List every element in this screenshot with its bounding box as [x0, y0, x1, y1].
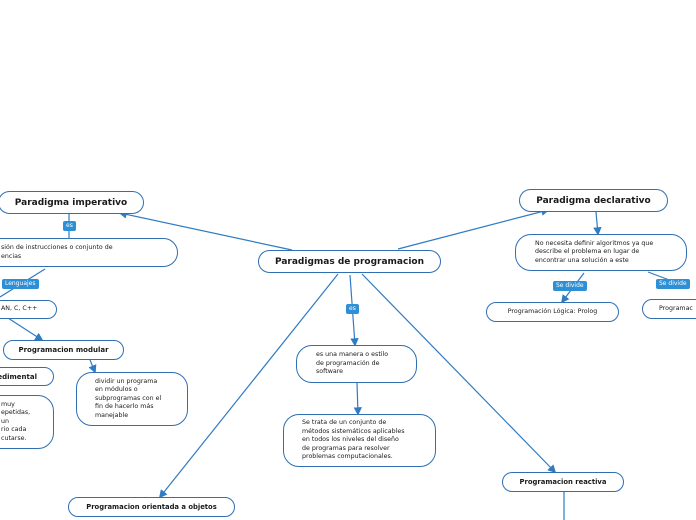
oop-node-label: Programacion orientada a objetos	[86, 503, 217, 511]
edge-modular-desc	[88, 359, 97, 374]
edge-central-declarative	[397, 207, 550, 250]
logic-programming-text: Programación Lógica: Prolog	[507, 307, 598, 315]
modular-node-label: Programacion modular	[18, 346, 109, 354]
functional-programming-node[interactable]: Programac	[642, 299, 696, 319]
procedural-desc-text: muy epetidas, un rio cada cutarse.	[1, 400, 31, 442]
edge-central-imperative	[118, 210, 293, 251]
imperative-node-label: Paradigma imperativo	[14, 197, 128, 208]
procedural-node[interactable]: edimental	[0, 367, 54, 386]
center-es-tag: es	[346, 304, 359, 314]
center-definition-text: es una manera o estilo de programación d…	[316, 351, 389, 376]
declarative-definition-text: No necesita definir algoritmos ya que de…	[535, 239, 654, 264]
imperative-es-tag: es	[63, 221, 76, 231]
declarative-node[interactable]: Paradigma declarativo	[519, 189, 668, 212]
languages-text: AN, C, C++	[1, 305, 38, 313]
edge-definition-detail	[353, 382, 362, 416]
central-node[interactable]: Paradigmas de programacion	[258, 250, 441, 273]
edge-languages-modular	[7, 317, 44, 341]
modular-desc-node[interactable]: dividir un programa en módulos o subprog…	[76, 372, 188, 426]
se-divide-tag-1: Se divide	[553, 281, 587, 291]
center-detail-text: Se trata de un conjunto de métodos siste…	[302, 419, 405, 461]
languages-node[interactable]: AN, C, C++	[0, 300, 57, 319]
reactive-node[interactable]: Programacion reactiva	[502, 472, 624, 492]
modular-node[interactable]: Programacion modular	[3, 340, 124, 360]
reactive-node-label: Programacion reactiva	[519, 478, 607, 486]
oop-node[interactable]: Programacion orientada a objetos	[68, 497, 235, 517]
procedural-desc-node[interactable]: muy epetidas, un rio cada cutarse.	[0, 395, 54, 449]
modular-desc-text: dividir un programa en módulos o subprog…	[95, 377, 162, 419]
imperative-definition-node[interactable]: sión de instrucciones o conjunto de enci…	[0, 238, 178, 267]
central-node-label: Paradigmas de programacion	[274, 256, 424, 267]
se-divide-tag-2: Se divide	[656, 279, 690, 289]
imperative-definition-text: sión de instrucciones o conjunto de enci…	[1, 244, 113, 260]
logic-programming-node[interactable]: Programación Lógica: Prolog	[486, 302, 619, 322]
functional-programming-text: Programac	[659, 304, 693, 312]
edge-declarative-definition	[593, 211, 602, 236]
imperative-node[interactable]: Paradigma imperativo	[0, 191, 144, 214]
declarative-definition-node[interactable]: No necesita definir algoritmos ya que de…	[515, 234, 687, 271]
edge-central-oop	[158, 273, 339, 499]
lenguajes-tag: Lenguajes	[2, 279, 39, 289]
edge-central-reactive	[361, 273, 557, 474]
center-detail-node[interactable]: Se trata de un conjunto de métodos siste…	[283, 414, 436, 467]
declarative-node-label: Paradigma declarativo	[536, 195, 651, 206]
procedural-node-label: edimental	[0, 372, 37, 381]
center-definition-node[interactable]: es una manera o estilo de programación d…	[296, 345, 417, 383]
